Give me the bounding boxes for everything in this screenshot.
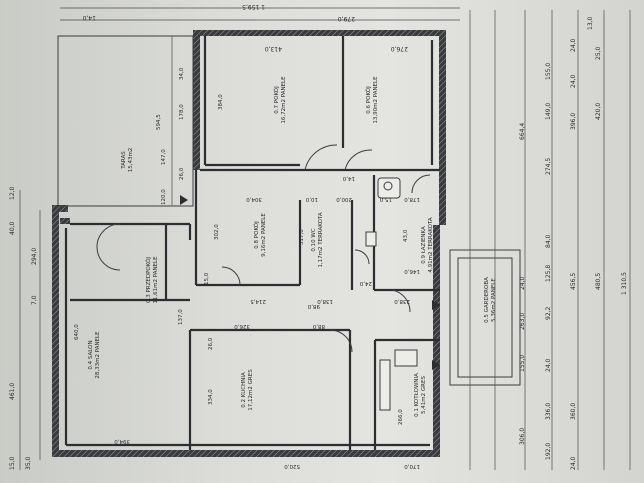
dimension-value: 238,0 (394, 298, 410, 304)
dimension-value: 326,0 (234, 323, 250, 329)
dimension-value: 294,0 (31, 248, 38, 265)
dimension-value: 34,0 (179, 67, 185, 80)
dimension-value: 1 310,5 (621, 272, 628, 295)
dimension-value: 394,0 (114, 438, 130, 444)
dimension-value: 92,2 (545, 306, 552, 320)
dimension-value: 276,0 (391, 45, 408, 52)
dimension-value: 317,0 (299, 229, 305, 245)
inner-dimensions: 304,0 302,0 317,0 200,0 10,0 15,0 178,0 … (74, 67, 420, 469)
dimension-value: 664,4 (519, 123, 526, 140)
dimension-value: 15,0 (9, 456, 16, 470)
dimension-value: 24,0 (570, 74, 577, 88)
dimension-value: 461,0 (9, 383, 16, 400)
dimension-value: 266,0 (398, 409, 404, 425)
dimension-value: 24,0 (570, 456, 577, 470)
dimension-value: 137,0 (178, 309, 184, 325)
dimension-value: 274,5 (545, 158, 552, 175)
dimension-value: 84,0 (545, 234, 552, 248)
dimension-value: 192,0 (545, 443, 552, 460)
dimension-value: 360,0 (570, 403, 577, 420)
dimension-value: 149,0 (545, 103, 552, 120)
dimension-value: 35,0 (25, 456, 32, 470)
dimension-value: 200,0 (336, 196, 352, 202)
dimension-value: 7,0 (31, 295, 38, 305)
dimension-value: 396,0 (570, 113, 577, 130)
dimension-value: 146,0 (404, 268, 420, 274)
dimension-value: 125,8 (545, 265, 552, 282)
dimension-value: 147,0 (161, 149, 167, 165)
top-dimensions: 1 159,5 14,0 279,0 413,0 276,0 (82, 3, 408, 52)
dimension-value: 138,0 (317, 298, 333, 304)
room-label: 0.2 KUCHNIA17,12m2 GRES (241, 369, 254, 411)
dimension-value: 24,0 (359, 280, 372, 286)
dimension-value: 25,0 (595, 46, 602, 60)
terrace-outline (57, 35, 521, 386)
dimension-value: 413,0 (265, 45, 282, 52)
room-label: 0.1 KOTŁOWNIA5,41m2 GRES (414, 373, 427, 417)
dimension-value: 336,0 (545, 403, 552, 420)
left-dimensions: 461,0 294,0 7,0 40,0 12,0 15,0 35,0 (9, 186, 38, 470)
room-label: TARAS15,43m2 (121, 148, 134, 173)
dimension-value: 480,5 (595, 273, 602, 290)
dimension-value: 304,0 (246, 196, 262, 202)
dimension-value: 170,0 (404, 463, 420, 469)
room-label: 0.8 POKÓJ9,16m2 PANELE (253, 213, 267, 257)
dimension-value: 640,0 (74, 324, 80, 340)
dimension-value: 98,0 (307, 303, 320, 309)
dimension-lines (19, 7, 631, 470)
dimension-value: 43,0 (403, 229, 409, 242)
dimension-value: 13,0 (587, 16, 594, 30)
dimension-value: 14,0 (342, 175, 355, 181)
dimension-value: 15,0 (204, 272, 210, 285)
dimension-value: 302,0 (214, 224, 220, 240)
dimension-value: 263,0 (519, 313, 526, 330)
dimension-value: 520,0 (284, 463, 300, 469)
section-markers (180, 195, 440, 370)
dimension-value: 155,0 (545, 63, 552, 80)
dimension-value: 24,0 (570, 38, 577, 52)
room-labels: 0.7 POKÓJ16,72m2 PANELE 0.6 POKÓJ13,90m2… (88, 76, 497, 417)
door-swings (96, 144, 431, 353)
dimension-value: 14,0 (82, 14, 96, 21)
dimension-value: 1 159,5 (242, 3, 265, 10)
room-label: 0.6 POKÓJ13,90m2 PANELE (365, 76, 379, 124)
dimension-value: 10,0 (305, 196, 318, 202)
room-label: 0.3 PRZEDPOKÓJ11,61m2 PANELE (145, 256, 159, 304)
dimension-value: 178,0 (179, 104, 185, 120)
dimension-value: 15,0 (379, 196, 392, 202)
dimension-value: 456,5 (570, 273, 577, 290)
dimension-value: 178,0 (404, 196, 420, 202)
right-dimensions: 155,0 24,0 13,0 149,0 24,0 25,0 396,0 42… (519, 16, 628, 470)
room-label: 0.4 SALON28,33m2 PANELE (88, 331, 101, 379)
room-label: 0.5 GARDEROBA5,36m2 PANELE (484, 277, 497, 323)
bathroom-fixtures (365, 177, 418, 411)
room-label: 0.9 ŁAZIENKA4,91m2 TERRAKOTA (421, 217, 434, 272)
dimension-value: 24,0 (519, 276, 526, 290)
dimension-value: 420,0 (595, 103, 602, 120)
dimension-value: 306,0 (519, 428, 526, 445)
dimension-value: 12,0 (9, 186, 16, 200)
dimension-value: 594,5 (156, 114, 162, 130)
dimension-value: 120,0 (161, 189, 167, 205)
dimension-value: 334,0 (208, 389, 214, 405)
room-label: 0.10 WC1,17m2 TERRAKOTA (311, 212, 324, 267)
dimension-value: 155,0 (519, 355, 526, 372)
dimension-value: 279,0 (338, 15, 355, 22)
dimension-value: 24,0 (545, 358, 552, 372)
dimension-value: 88,0 (312, 323, 325, 329)
room-label: 0.7 POKÓJ16,72m2 PANELE (273, 76, 287, 124)
dimension-value: 214,5 (250, 298, 266, 304)
dimension-value: 40,0 (9, 221, 16, 235)
dimension-value: 384,0 (218, 94, 224, 110)
dimension-value: 26,0 (179, 167, 185, 180)
dimension-value: 26,0 (208, 337, 214, 350)
